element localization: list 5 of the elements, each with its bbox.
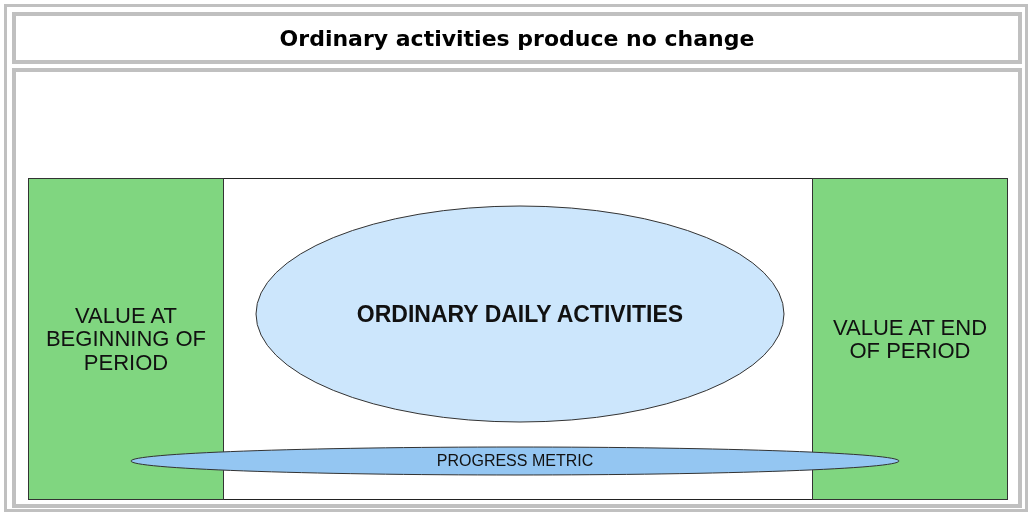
node-label: PROGRESS METRIC	[436, 452, 594, 470]
diagram-title: Ordinary activities produce no change	[278, 25, 756, 51]
node-label: ORDINARY DAILY ACTIVITIES	[356, 301, 684, 327]
node-label: VALUE AT BEGINNING OF PERIOD	[44, 304, 208, 374]
node-label: VALUE AT END OF PERIOD	[831, 315, 989, 363]
